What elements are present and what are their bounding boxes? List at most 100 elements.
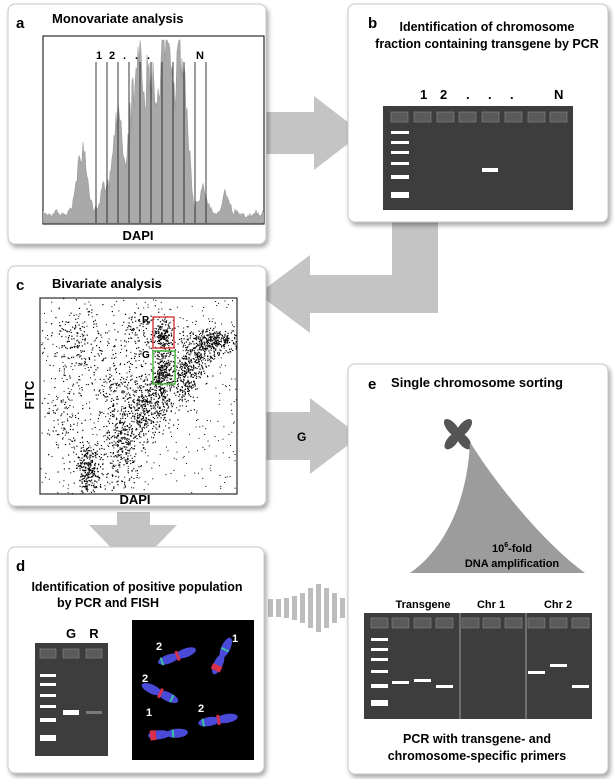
scatter-dot — [223, 344, 225, 346]
scatter-dot — [154, 412, 156, 415]
scatter-dot — [163, 372, 164, 374]
scatter-dot — [141, 421, 143, 423]
gel-well — [482, 617, 501, 629]
scatter-dot — [176, 451, 178, 453]
gel-well — [571, 617, 590, 629]
scatter-dot — [156, 415, 158, 417]
scatter-dot — [118, 433, 120, 435]
scatter-dot — [64, 329, 66, 331]
scatter-dot — [56, 395, 57, 397]
scatter-dot — [161, 395, 163, 397]
scatter-dot — [170, 431, 172, 433]
scatter-dot — [152, 428, 154, 430]
scatter-dot — [157, 406, 159, 408]
scatter-dot — [69, 405, 71, 407]
scatter-dot — [149, 419, 151, 421]
scatter-dot — [132, 321, 134, 323]
scatter-dot — [78, 354, 80, 356]
wave-arrow-d-to-e — [268, 584, 353, 632]
scatter-dot — [74, 440, 76, 442]
scatter-dot — [130, 435, 132, 437]
scatter-dot — [157, 373, 159, 375]
scatter-dot — [145, 418, 147, 420]
scatter-dot — [80, 476, 82, 478]
scatter-dot — [162, 335, 164, 337]
scatter-dot — [74, 439, 76, 441]
scatter-dot — [67, 392, 69, 394]
scatter-dot — [160, 336, 162, 338]
scatter-dot — [124, 438, 126, 440]
gel-well — [458, 111, 477, 123]
scatter-dot — [161, 367, 163, 369]
scatter-dot — [168, 374, 170, 376]
scatter-dot — [107, 437, 109, 439]
scatter-dot — [125, 395, 127, 397]
scatter-dot — [208, 318, 210, 320]
arrow-a-to-b — [262, 96, 362, 170]
scatter-dot — [159, 358, 161, 361]
scatter-dot — [143, 403, 145, 405]
scatter-dot — [176, 369, 178, 371]
ladder-band — [40, 674, 56, 677]
scatter-dot — [111, 474, 113, 476]
scatter-dot — [209, 355, 212, 357]
scatter-dot — [51, 456, 53, 458]
scatter-dot — [211, 321, 213, 322]
scatter-dot — [127, 442, 129, 444]
scatter-dot — [104, 485, 106, 487]
scatter-dot — [138, 360, 140, 361]
ladder-band — [391, 175, 409, 179]
scatter-dot — [138, 319, 140, 321]
scatter-dot — [93, 448, 95, 451]
scatter-dot — [45, 322, 47, 323]
scatter-dot — [86, 487, 88, 489]
scatter-dot — [224, 476, 226, 478]
scatter-dot — [173, 380, 175, 382]
scatter-dot — [150, 334, 152, 336]
scatter-dot — [141, 393, 143, 396]
scatter-dot — [142, 409, 144, 412]
scatter-dot — [126, 350, 128, 352]
scatter-dot — [102, 459, 104, 461]
scatter-dot — [214, 332, 216, 335]
scatter-dot — [152, 407, 154, 409]
scatter-dot — [182, 318, 184, 320]
scatter-dot — [173, 470, 175, 471]
scatter-dot — [114, 389, 116, 392]
scatter-dot — [86, 477, 88, 479]
scatter-dot — [138, 347, 140, 349]
scatter-dot — [139, 425, 141, 427]
scatter-dot — [182, 346, 184, 348]
scatter-dot — [189, 333, 191, 335]
scatter-dot — [209, 342, 211, 344]
scatter-dot — [117, 444, 119, 446]
scatter-dot — [105, 380, 107, 382]
scatter-dot — [81, 345, 83, 347]
scatter-dot — [170, 378, 173, 380]
scatter-dot — [138, 385, 141, 387]
scatter-dot — [205, 383, 207, 385]
scatter-dot — [96, 434, 98, 436]
scatter-dot — [186, 358, 188, 360]
scatter-dot — [85, 453, 87, 455]
scatter-dot — [212, 318, 214, 320]
scatter-dot — [210, 347, 212, 349]
scatter-dot — [54, 386, 56, 389]
scatter-dot — [127, 470, 129, 472]
scatter-dot — [198, 437, 200, 439]
scatter-dot — [179, 405, 181, 407]
scatter-dot — [123, 411, 125, 413]
scatter-dot — [196, 376, 198, 378]
scatter-dot — [216, 331, 218, 333]
scatter-dot — [82, 492, 84, 494]
scatter-dot — [83, 350, 85, 352]
scatter-dot — [83, 475, 85, 477]
scatter-dot — [113, 447, 115, 449]
scatter-dot — [140, 313, 142, 315]
gel-well — [481, 111, 500, 123]
scatter-dot — [49, 364, 51, 366]
scatter-dot — [160, 391, 163, 394]
scatter-dot — [173, 386, 175, 388]
scatter-dot — [118, 430, 120, 432]
scatter-dot — [61, 427, 63, 429]
